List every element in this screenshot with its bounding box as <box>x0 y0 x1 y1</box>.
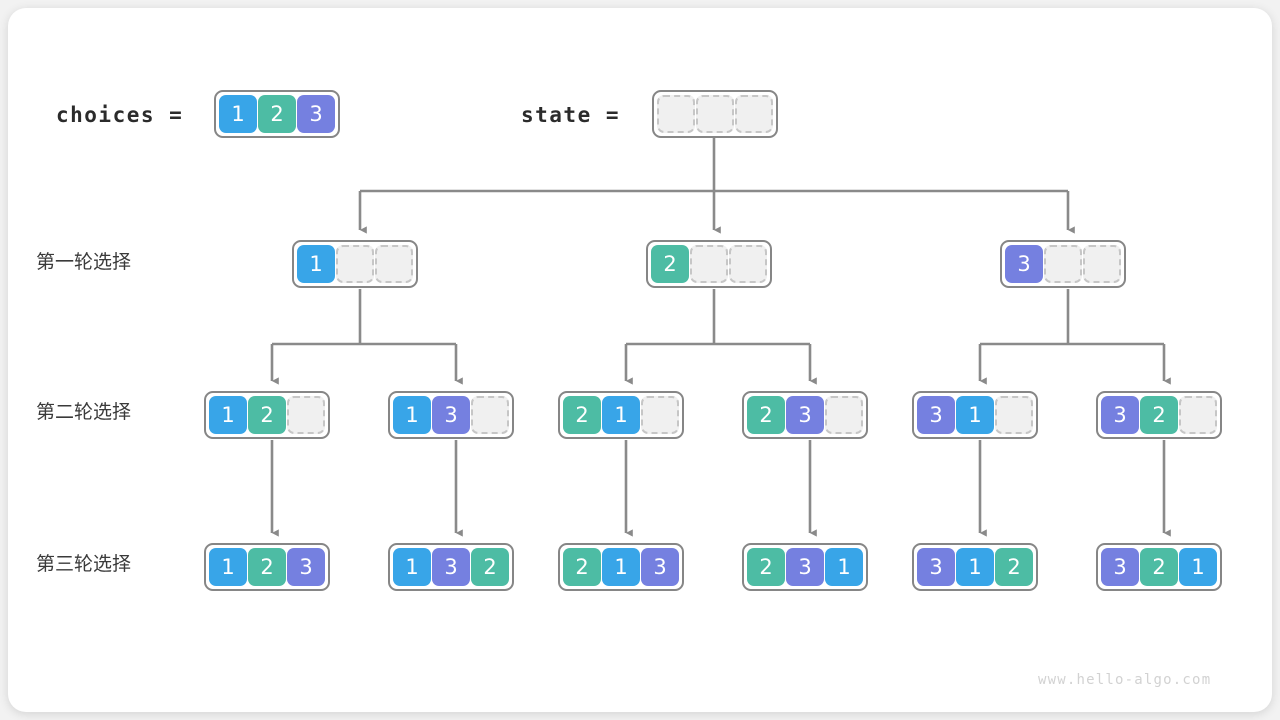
node-l2-4-cell-0: 3 <box>917 396 955 434</box>
state-label: state = <box>521 103 621 127</box>
node-l2-5-cell-1: 2 <box>1140 396 1178 434</box>
node-l2-2-cell-0: 2 <box>563 396 601 434</box>
state-cell-1 <box>696 95 734 133</box>
watermark: www.hello-algo.com <box>1038 672 1212 688</box>
node-l2-0-cell-0: 1 <box>209 396 247 434</box>
row-label-round2: 第二轮选择 <box>36 401 132 423</box>
node-l3-2-cell-1: 1 <box>602 548 640 586</box>
node-l1-2-cell-1 <box>1044 245 1082 283</box>
node-l3-2: 2 1 3 <box>558 543 684 591</box>
row-label-round1: 第一轮选择 <box>36 251 132 273</box>
node-l2-1-cell-0: 1 <box>393 396 431 434</box>
node-l2-0-cell-1: 2 <box>248 396 286 434</box>
node-l1-0-cell-1 <box>336 245 374 283</box>
node-l2-3-cell-1: 3 <box>786 396 824 434</box>
node-l3-0: 1 2 3 <box>204 543 330 591</box>
choices-array: 1 2 3 <box>214 90 340 138</box>
node-l3-2-cell-2: 3 <box>641 548 679 586</box>
node-l3-3-cell-1: 3 <box>786 548 824 586</box>
node-l3-3: 2 3 1 <box>742 543 868 591</box>
node-l1-1-cell-2 <box>729 245 767 283</box>
node-l3-3-cell-2: 1 <box>825 548 863 586</box>
node-l2-1: 1 3 <box>388 391 514 439</box>
node-l1-2-cell-2 <box>1083 245 1121 283</box>
state-array <box>652 90 778 138</box>
node-l2-4-cell-1: 1 <box>956 396 994 434</box>
node-l1-0-cell-0: 1 <box>297 245 335 283</box>
diagram-card: choices = 1 2 3 state = 第一轮选择 第二轮选择 第三轮选… <box>8 8 1272 712</box>
node-l3-3-cell-0: 2 <box>747 548 785 586</box>
node-l2-3-cell-2 <box>825 396 863 434</box>
node-l1-1-cell-0: 2 <box>651 245 689 283</box>
node-l3-5-cell-2: 1 <box>1179 548 1217 586</box>
connector-lines <box>270 132 1171 537</box>
choices-cell-1: 2 <box>258 95 296 133</box>
node-l2-0-cell-2 <box>287 396 325 434</box>
node-l2-5: 3 2 <box>1096 391 1222 439</box>
node-l3-0-cell-2: 3 <box>287 548 325 586</box>
node-l1-2: 3 <box>1000 240 1126 288</box>
node-l3-0-cell-0: 1 <box>209 548 247 586</box>
diagram-stage: choices = 1 2 3 state = 第一轮选择 第二轮选择 第三轮选… <box>8 8 1272 712</box>
node-l3-2-cell-0: 2 <box>563 548 601 586</box>
node-l2-2-cell-2 <box>641 396 679 434</box>
node-l2-4: 3 1 <box>912 391 1038 439</box>
state-cell-2 <box>735 95 773 133</box>
node-l3-4-cell-2: 2 <box>995 548 1033 586</box>
node-l2-4-cell-2 <box>995 396 1033 434</box>
row-label-round3: 第三轮选择 <box>36 553 132 575</box>
node-l2-0: 1 2 <box>204 391 330 439</box>
node-l1-1-cell-1 <box>690 245 728 283</box>
node-l1-0: 1 <box>292 240 418 288</box>
node-l3-0-cell-1: 2 <box>248 548 286 586</box>
node-l2-5-cell-2 <box>1179 396 1217 434</box>
choices-label: choices = <box>56 103 184 127</box>
node-l3-1: 1 3 2 <box>388 543 514 591</box>
node-l2-2: 2 1 <box>558 391 684 439</box>
node-l1-1: 2 <box>646 240 772 288</box>
node-l1-2-cell-0: 3 <box>1005 245 1043 283</box>
choices-cell-0: 1 <box>219 95 257 133</box>
node-l3-4-cell-1: 1 <box>956 548 994 586</box>
node-l2-5-cell-0: 3 <box>1101 396 1139 434</box>
choices-cell-2: 3 <box>297 95 335 133</box>
node-l2-1-cell-2 <box>471 396 509 434</box>
node-l3-5-cell-1: 2 <box>1140 548 1178 586</box>
node-l2-2-cell-1: 1 <box>602 396 640 434</box>
node-l1-0-cell-2 <box>375 245 413 283</box>
node-l3-1-cell-2: 2 <box>471 548 509 586</box>
node-l2-3: 2 3 <box>742 391 868 439</box>
node-l3-4: 3 1 2 <box>912 543 1038 591</box>
node-l3-1-cell-1: 3 <box>432 548 470 586</box>
node-l3-4-cell-0: 3 <box>917 548 955 586</box>
state-cell-0 <box>657 95 695 133</box>
node-l2-1-cell-1: 3 <box>432 396 470 434</box>
node-l2-3-cell-0: 2 <box>747 396 785 434</box>
node-l3-5-cell-0: 3 <box>1101 548 1139 586</box>
node-l3-5: 3 2 1 <box>1096 543 1222 591</box>
node-l3-1-cell-0: 1 <box>393 548 431 586</box>
